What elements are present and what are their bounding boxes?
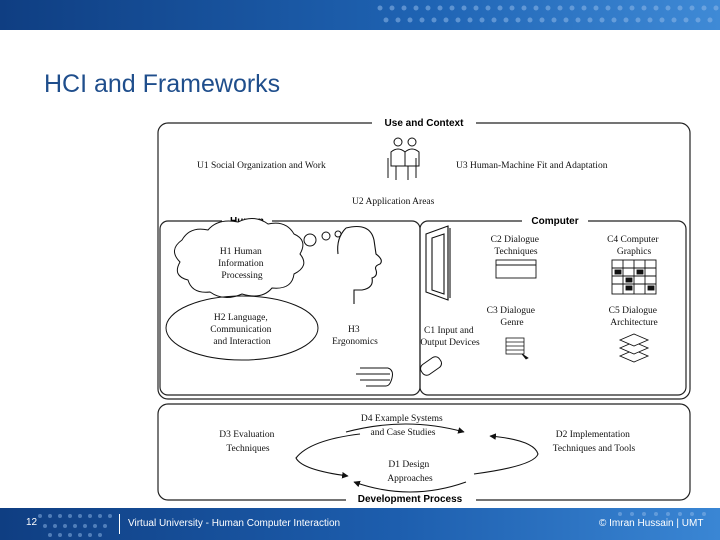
c1-label-line-2: Output Devices xyxy=(420,338,480,348)
d3-label-line-2: Techniques xyxy=(226,444,269,454)
copyright-credit: © Imran Hussain | UMT xyxy=(599,518,704,529)
h1-label: H1 Human Information Processing xyxy=(218,247,266,281)
c4-label-line-1: C4 Computer xyxy=(607,235,659,245)
d2-label-line-1: D2 Implementation xyxy=(556,430,630,440)
h1-label-line-3: Processing xyxy=(221,271,262,281)
top-banner xyxy=(0,0,720,30)
hci-framework-diagram: Use and Context Human Computer Developme… xyxy=(157,116,691,506)
dialogue-window-icon xyxy=(495,259,537,279)
c2-label-line-2: Techniques xyxy=(494,247,537,257)
c4-label-line-2: Graphics xyxy=(617,247,652,257)
c5-label-line-2: Architecture xyxy=(610,318,657,328)
people-icon xyxy=(387,137,420,180)
h1-label-line-2: Information xyxy=(218,258,264,269)
monitor-icon xyxy=(425,225,451,301)
use-context-header: Use and Context xyxy=(385,118,465,129)
c4-label: C4 Computer Graphics xyxy=(607,235,661,257)
footer-bar: 12 Virtual University - Human Computer I… xyxy=(0,508,720,540)
c5-label-line-1: C5 Dialogue xyxy=(609,306,657,316)
course-name: Virtual University - Human Computer Inte… xyxy=(128,518,341,529)
u1-label: U1 Social Organization and Work xyxy=(197,161,326,171)
development-cycle-arrows xyxy=(295,423,539,493)
h3-label-line-1: H3 xyxy=(348,325,360,335)
h2-label-line-3: and Interaction xyxy=(213,337,270,347)
u2-label: U2 Application Areas xyxy=(352,197,435,207)
d1-label: D1 Design Approaches xyxy=(387,460,433,484)
d4-label: D4 Example Systems and Case Studies xyxy=(361,414,445,438)
d1-label-line-1: D1 Design xyxy=(388,460,429,470)
footer-dot-pattern xyxy=(38,512,706,537)
hand-icon xyxy=(356,367,393,387)
d2-label: D2 Implementation Techniques and Tools xyxy=(553,430,636,454)
footer-background xyxy=(0,508,720,540)
head-profile-icon xyxy=(337,225,382,304)
h2-label-line-1: H2 Language, xyxy=(214,313,268,323)
d4-label-line-2: and Case Studies xyxy=(371,428,436,438)
h3-label-line-2: Ergonomics xyxy=(332,337,378,347)
h2-label: H2 Language, Communication and Interacti… xyxy=(210,313,274,347)
h1-label-line-1: H1 Human xyxy=(220,247,262,257)
d1-label-line-2: Approaches xyxy=(387,474,433,484)
d3-label: D3 Evaluation Techniques xyxy=(219,430,277,454)
c1-label-line-1: C1 Input and xyxy=(424,326,474,336)
h1-thought-cloud xyxy=(174,218,342,298)
keyboard-icon xyxy=(505,337,529,360)
c3-label: C3 Dialogue Genre xyxy=(487,306,538,328)
c3-label-line-2: Genre xyxy=(500,318,523,328)
c2-label: C2 Dialogue Techniques xyxy=(491,235,542,257)
u3-label: U3 Human-Machine Fit and Adaptation xyxy=(456,161,608,171)
architecture-stack-icon xyxy=(618,333,650,363)
d3-label-line-1: D3 Evaluation xyxy=(219,430,274,440)
development-header: Development Process xyxy=(358,494,463,505)
computer-header: Computer xyxy=(531,216,578,227)
d4-label-line-1: D4 Example Systems xyxy=(361,414,443,424)
page-number: 12 xyxy=(26,517,38,528)
c5-label: C5 Dialogue Architecture xyxy=(609,306,660,328)
h3-label: H3 Ergonomics xyxy=(332,325,378,347)
footer-divider xyxy=(119,514,120,534)
banner-dot-pattern xyxy=(377,5,719,23)
h2-ellipse xyxy=(165,295,319,361)
h2-label-line-2: Communication xyxy=(210,325,271,335)
c1-label: C1 Input and Output Devices xyxy=(420,326,480,348)
c3-label-line-1: C3 Dialogue xyxy=(487,306,535,316)
graphics-grid-icon xyxy=(611,259,657,295)
c2-label-line-1: C2 Dialogue xyxy=(491,235,539,245)
slide-title: HCI and Frameworks xyxy=(44,70,281,98)
mouse-icon xyxy=(420,356,442,376)
d2-label-line-2: Techniques and Tools xyxy=(553,444,636,454)
